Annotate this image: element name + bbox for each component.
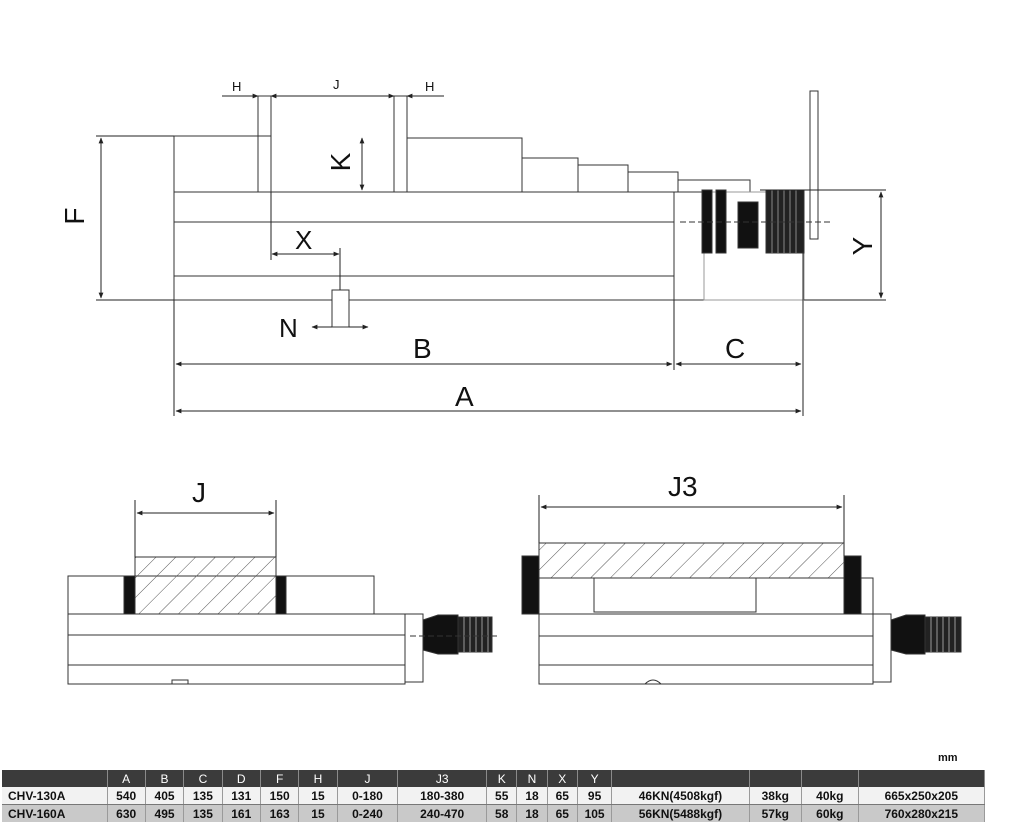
table-cell: 65 — [547, 804, 578, 822]
table-cell: 150 — [260, 787, 300, 805]
step-4 — [677, 179, 751, 193]
jaw-pad-right — [275, 575, 287, 615]
vise-body — [173, 191, 675, 301]
model-cell: CHV-160A — [2, 804, 108, 822]
label-x: X — [295, 225, 312, 255]
fixed-jaw — [173, 135, 272, 193]
table-cell: 0-240 — [337, 804, 399, 822]
column-header: J3 — [397, 770, 488, 787]
side-view — [173, 90, 830, 328]
column-header: A — [107, 770, 146, 787]
table-cell: 46KN(4508kgf) — [611, 787, 750, 805]
column-header — [858, 770, 986, 787]
column-header — [611, 770, 750, 787]
table-cell: 15 — [298, 804, 338, 822]
table-cell: 135 — [183, 787, 223, 805]
table-cell: 760x280x215 — [858, 804, 986, 822]
table-cell: 15 — [298, 787, 338, 805]
table-cell: 240-470 — [397, 804, 488, 822]
key-slot — [331, 289, 350, 328]
table-cell: 57kg — [749, 804, 803, 822]
jaw-plate-right — [393, 95, 408, 193]
step-3 — [627, 171, 679, 193]
column-header: B — [145, 770, 185, 787]
unit-label: mm — [938, 752, 958, 764]
label-j-top: J — [333, 77, 340, 92]
jaw-view-j3 — [521, 542, 962, 685]
table-cell: 131 — [222, 787, 261, 805]
table-cell: 105 — [577, 804, 613, 822]
table-cell: 40kg — [801, 787, 859, 805]
workpiece-j3 — [538, 542, 845, 579]
column-header: D — [222, 770, 261, 787]
jaw-plate-left — [257, 95, 272, 193]
model-cell: CHV-130A — [2, 787, 108, 805]
vise-dimension-drawing: H J H K F X N B C A Y J — [59, 77, 962, 685]
table-cell: 180-380 — [397, 787, 488, 805]
table-cell: 135 — [183, 804, 223, 822]
table-cell: 630 — [107, 804, 146, 822]
column-header: N — [516, 770, 548, 787]
column-header: C — [183, 770, 223, 787]
end-cap — [673, 191, 705, 301]
table-cell: 65 — [547, 787, 578, 805]
table-cell: 38kg — [749, 787, 803, 805]
table-cell: 163 — [260, 804, 300, 822]
table-cell: 405 — [145, 787, 185, 805]
jaw-pad-j3-right — [843, 555, 862, 615]
label-h-left: H — [232, 79, 241, 94]
table-cell: 58 — [486, 804, 518, 822]
column-header: J — [337, 770, 399, 787]
table-cell: 665x250x205 — [858, 787, 986, 805]
label-j3: J3 — [668, 471, 698, 502]
table-cell: 495 — [145, 804, 185, 822]
label-h-right: H — [425, 79, 434, 94]
column-header: H — [298, 770, 338, 787]
table-cell: 0-180 — [337, 787, 399, 805]
column-header: F — [260, 770, 300, 787]
column-header: X — [547, 770, 578, 787]
dimension-lines — [96, 93, 886, 416]
label-j-bottom: J — [192, 477, 206, 508]
column-header — [749, 770, 803, 787]
table-cell: 56KN(5488kgf) — [611, 804, 750, 822]
label-c: C — [725, 333, 745, 364]
label-y: Y — [847, 236, 878, 255]
label-f: F — [59, 207, 90, 224]
screw-nut — [737, 201, 759, 249]
label-n: N — [279, 313, 298, 343]
table-cell: 60kg — [801, 804, 859, 822]
table-cell: 18 — [516, 787, 548, 805]
step-1 — [521, 157, 579, 193]
column-header — [2, 770, 108, 787]
table-cell: 540 — [107, 787, 146, 805]
table-cell: 161 — [222, 804, 261, 822]
column-header: Y — [577, 770, 613, 787]
table-cell: 18 — [516, 804, 548, 822]
label-a: A — [455, 381, 474, 412]
table-cell: 95 — [577, 787, 613, 805]
label-k: K — [325, 152, 356, 171]
jaw-view-j — [67, 556, 500, 685]
handle-bar — [809, 90, 819, 240]
jaw-pad-j3-left — [521, 555, 540, 615]
movable-jaw — [406, 137, 523, 193]
workpiece-j — [134, 556, 277, 615]
label-b: B — [413, 333, 432, 364]
column-header: K — [486, 770, 518, 787]
jaw-pad-left — [123, 575, 136, 615]
column-header — [801, 770, 859, 787]
step-2 — [577, 164, 629, 193]
table-cell: 55 — [486, 787, 518, 805]
